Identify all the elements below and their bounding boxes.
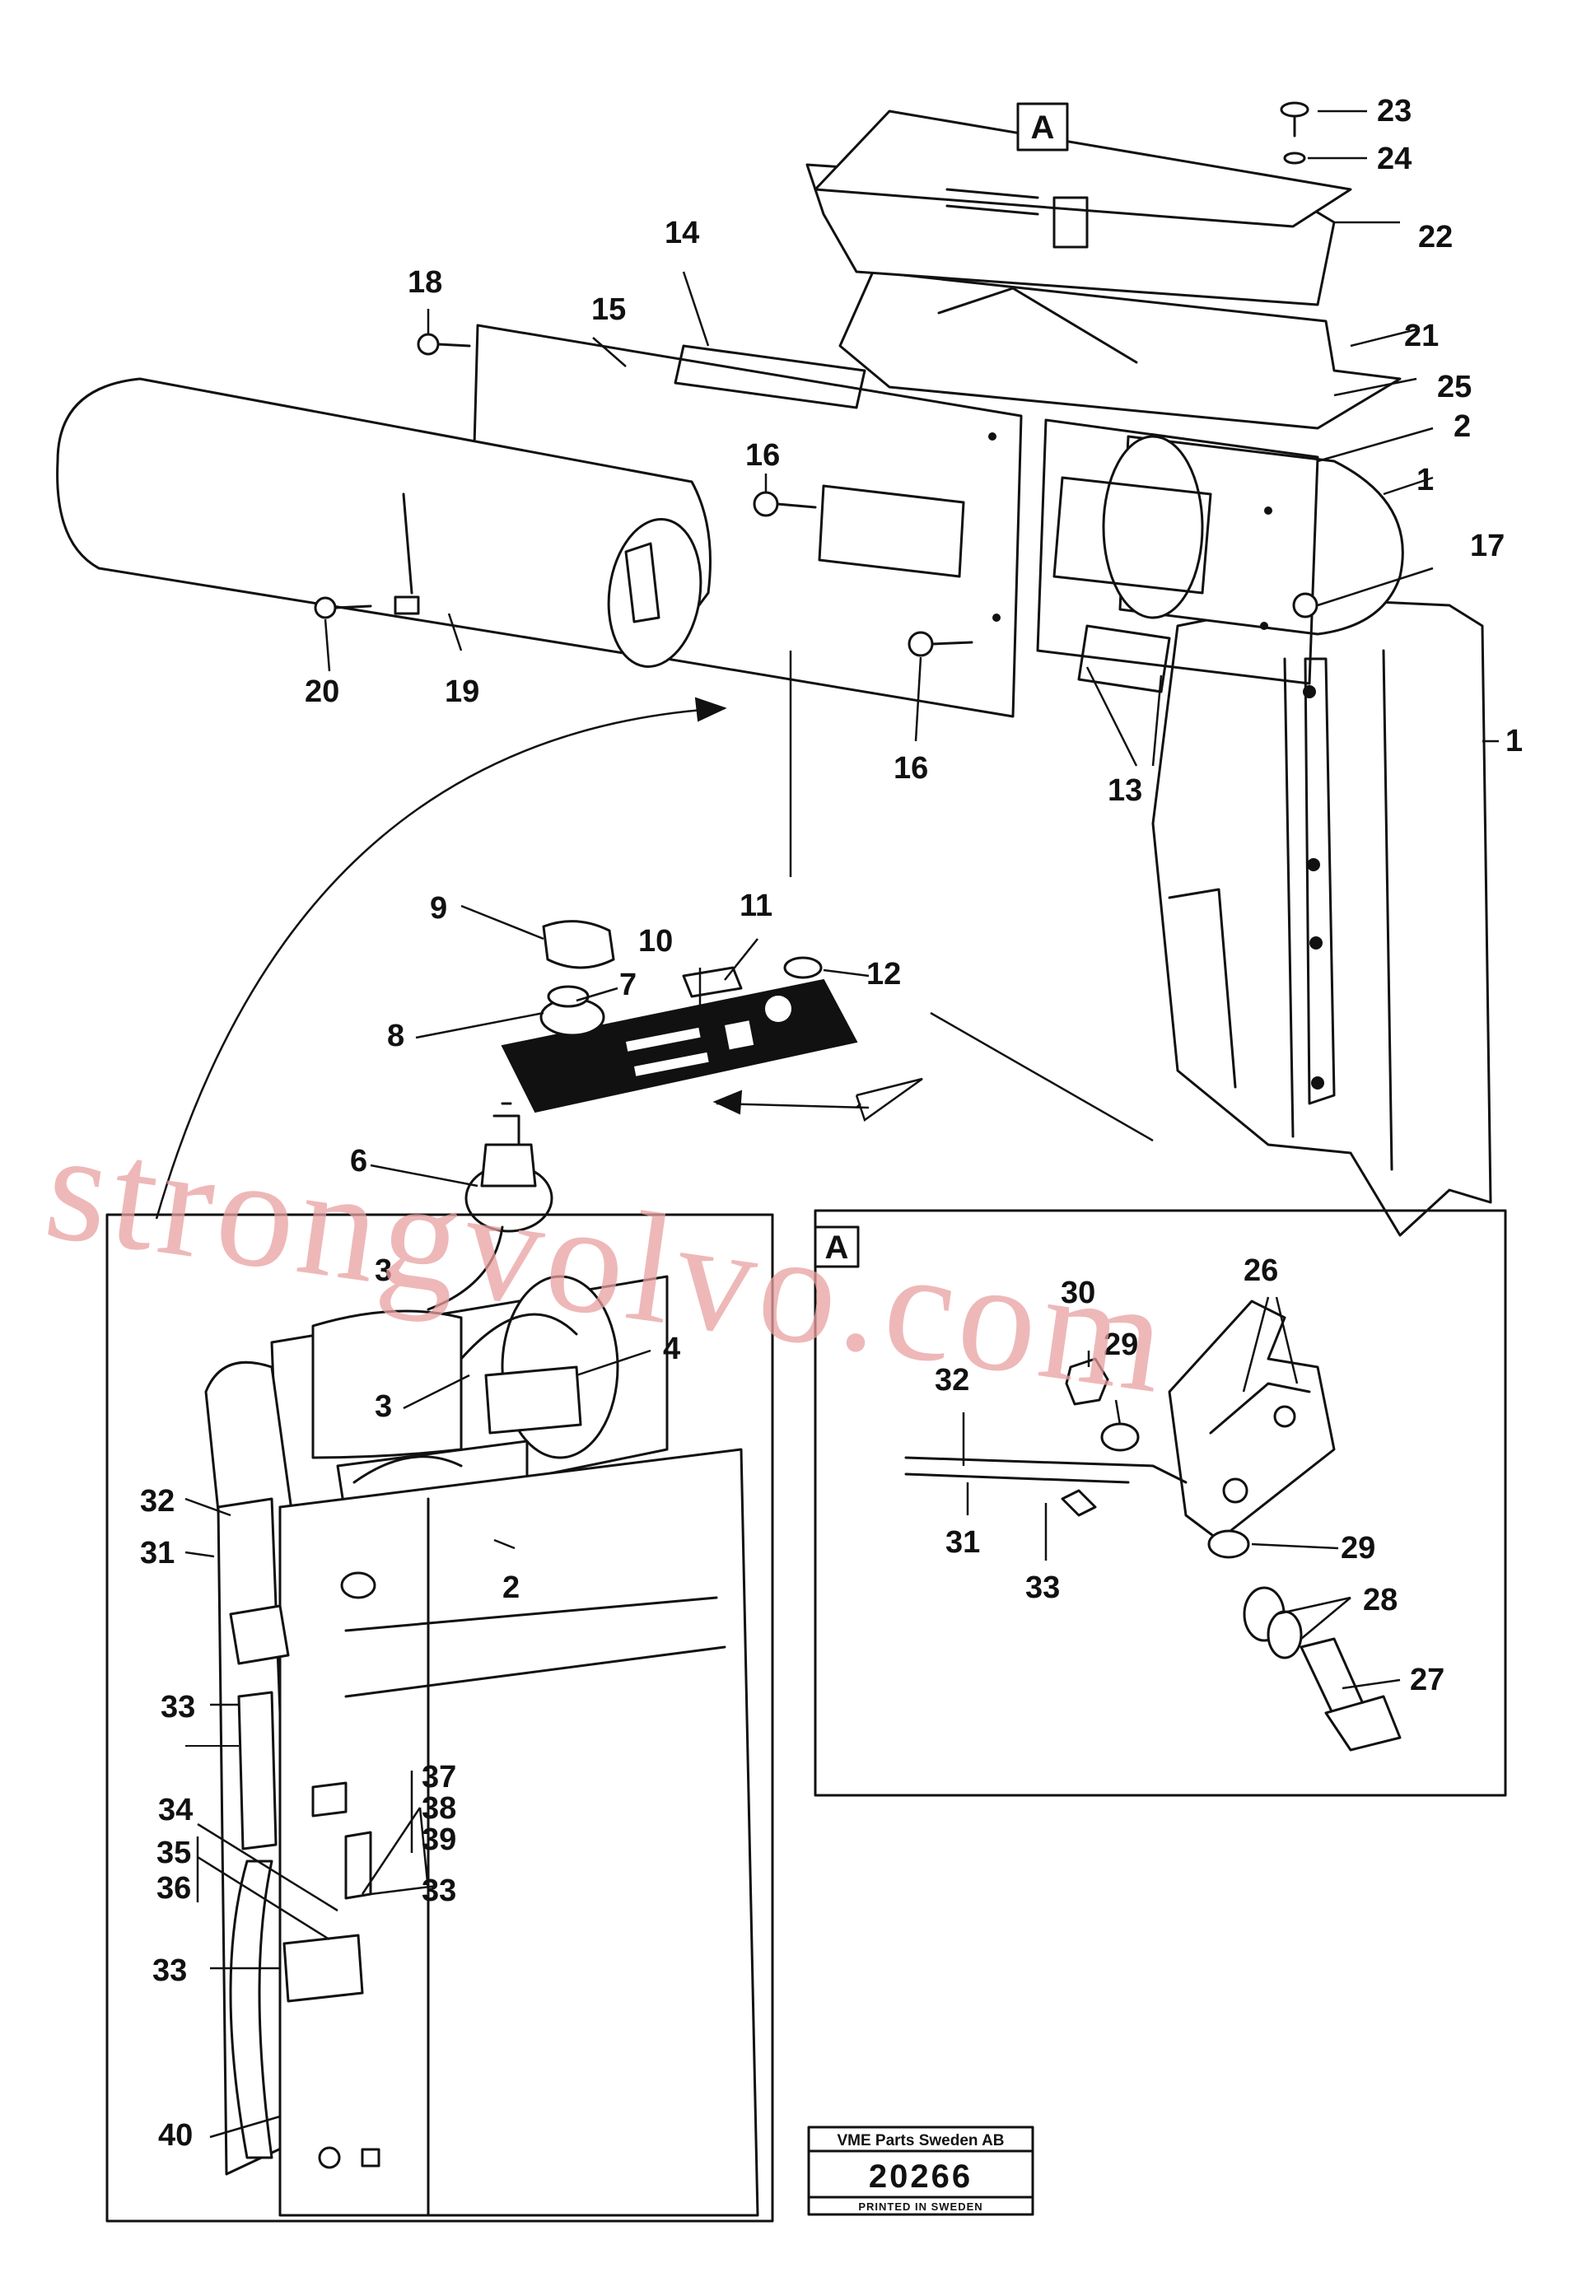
callout-3: 3: [375, 1253, 392, 1288]
air-duct-nozzle: [56, 377, 712, 668]
callout-2: 2: [1454, 409, 1471, 444]
svg-text:VME Parts Sweden AB: VME Parts Sweden AB: [837, 2132, 1004, 2149]
callout-33: 33: [161, 1690, 195, 1724]
callout-37: 37: [422, 1760, 456, 1794]
leader-lines: [184, 110, 1499, 2139]
callout-16: 16: [745, 438, 780, 473]
callout-33: 33: [161, 1690, 195, 1724]
svg-text:PRINTED IN SWEDEN: PRINTED IN SWEDEN: [858, 2200, 982, 2213]
callout-33: 33: [152, 1953, 187, 1988]
callout-6: 6: [350, 1144, 367, 1178]
callout-21: 21: [1404, 319, 1439, 353]
callout-numbers: 1 1 2 2 3 3 4 6 7 8 9 10 11 12 13 14 15 …: [140, 94, 1523, 2153]
callout-34: 34: [158, 1793, 193, 1827]
callout-4: 4: [663, 1332, 680, 1366]
callout-25: 25: [1437, 370, 1472, 404]
callout-16: 16: [894, 751, 928, 786]
callout-13: 13: [1108, 773, 1142, 808]
callout-23: 23: [1377, 94, 1412, 128]
callout-9: 9: [430, 891, 447, 926]
callout-33: 33: [422, 1874, 456, 1908]
callout-26: 26: [1244, 1253, 1278, 1288]
callout-32: 32: [140, 1484, 175, 1519]
callout-19: 19: [445, 674, 479, 709]
blower-housing-cylinder: [1102, 435, 1404, 636]
callout-32: 32: [935, 1363, 969, 1398]
callout-14: 14: [665, 216, 699, 250]
callout-35: 35: [156, 1836, 191, 1870]
callout-15: 15: [591, 292, 626, 327]
callout-30: 30: [1061, 1276, 1095, 1310]
vme-stamp: VME Parts Sweden AB 20266 PRINTED IN SWE…: [807, 2126, 1034, 2216]
svg-text:A: A: [825, 1230, 849, 1266]
control-plate-assembly: [501, 920, 858, 1113]
callout-22: 22: [1418, 220, 1453, 254]
rear-panels: [805, 110, 1402, 430]
callout-36: 36: [156, 1871, 191, 1906]
callout-18: 18: [408, 265, 442, 300]
callout-31: 31: [945, 1525, 980, 1560]
callout-2: 2: [502, 1570, 520, 1605]
callout-31: 31: [140, 1536, 175, 1570]
callout-29: 29: [1341, 1531, 1375, 1566]
callout-11: 11: [740, 889, 772, 923]
callout-3: 3: [375, 1389, 392, 1424]
callout-7: 7: [619, 968, 637, 1002]
curved-arrow-left: [155, 707, 726, 1220]
svg-text:20266: 20266: [869, 2158, 973, 2195]
svg-text:A: A: [1031, 110, 1055, 146]
callout-8: 8: [387, 1019, 404, 1053]
callout-12: 12: [866, 957, 901, 992]
screws-top: [314, 101, 1318, 657]
detail-frame-left: [105, 1213, 774, 2223]
callout-39: 39: [422, 1822, 456, 1857]
callout-20: 20: [305, 674, 339, 709]
detail-frame-right: [814, 1209, 1507, 1797]
callout-33: 33: [1025, 1570, 1060, 1605]
callout-29: 29: [1104, 1328, 1138, 1362]
callout-24: 24: [1377, 142, 1412, 176]
frame-label-top: A: [1016, 102, 1069, 152]
callout-17: 17: [1470, 529, 1505, 563]
callout-10: 10: [638, 924, 673, 959]
frame-label-detail: A: [814, 1225, 860, 1268]
callout-38: 38: [422, 1791, 456, 1826]
callout-1: 1: [1416, 463, 1434, 497]
side-console-body: [1151, 600, 1492, 1237]
callout-28: 28: [1363, 1583, 1398, 1617]
callout-1: 1: [1505, 724, 1523, 758]
callout-40: 40: [158, 2118, 193, 2153]
callout-27: 27: [1410, 1663, 1444, 1697]
